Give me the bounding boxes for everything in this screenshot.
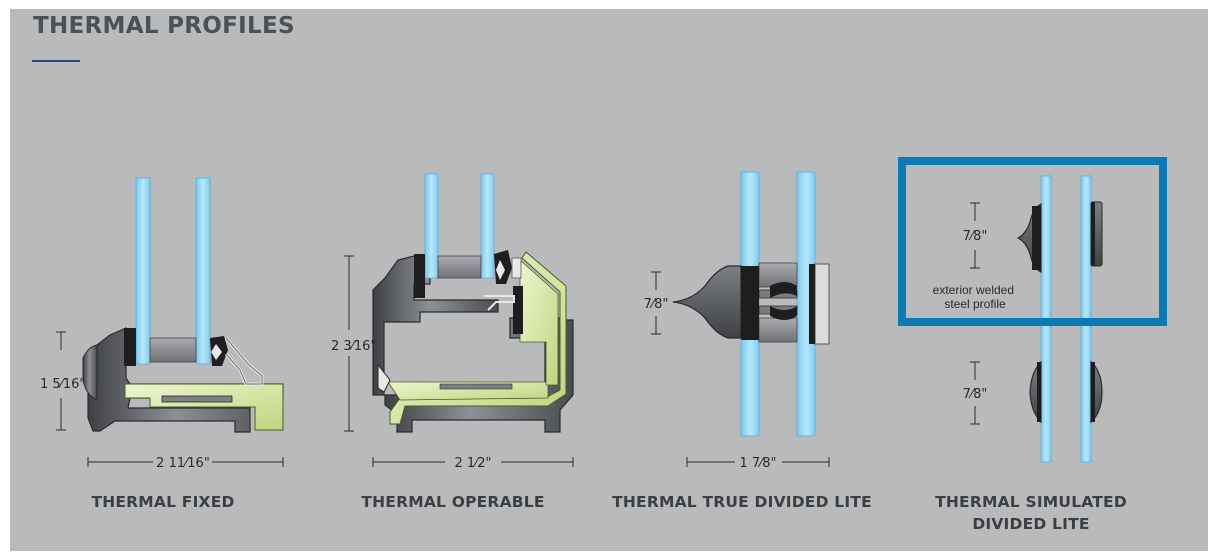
operable-width-label: 2 1⁄2" bbox=[454, 456, 491, 471]
sdl-callout-line-1: exterior welded bbox=[933, 283, 1014, 297]
title-underline bbox=[32, 60, 80, 62]
operable-height-label: 2 3⁄16" bbox=[331, 339, 376, 354]
page-title: THERMAL PROFILES bbox=[33, 13, 295, 39]
tdl-height-label: 7⁄8" bbox=[644, 297, 669, 312]
sdl-callout-line-2: steel profile bbox=[944, 297, 1006, 311]
tdl-width-label: 1 7⁄8" bbox=[739, 456, 776, 471]
sdl-callout-text: exterior welded steel profile bbox=[933, 283, 1018, 311]
operable-height-dimension bbox=[344, 255, 354, 432]
tdl-width-dimension bbox=[686, 457, 830, 467]
fixed-glass-right bbox=[195, 177, 211, 365]
thermal-true-divided-lite-profile bbox=[672, 171, 830, 437]
fixed-height-dimension bbox=[56, 331, 66, 431]
operable-glass-right bbox=[480, 173, 495, 279]
fixed-thermal-insert bbox=[124, 383, 284, 431]
caption-thermal-fixed: THERMAL FIXED bbox=[91, 493, 235, 511]
tdl-height-dimension bbox=[651, 271, 661, 335]
sdl-top-height-dimension bbox=[970, 202, 980, 269]
fixed-height-label: 1 5⁄16" bbox=[40, 377, 85, 392]
thermal-operable-profile bbox=[372, 173, 574, 433]
caption-thermal-true-divided-lite: THERMAL TRUE DIVIDED LITE bbox=[612, 493, 872, 511]
sdl-top-height-label: 7⁄8" bbox=[963, 229, 988, 244]
operable-thermal-insert bbox=[389, 251, 567, 425]
fixed-width-dimension bbox=[87, 457, 284, 467]
caption-thermal-simulated-divided-lite: THERMAL SIMULATED DIVIDED LITE bbox=[935, 493, 1127, 533]
sdl-bottom-height-dimension bbox=[970, 361, 980, 425]
operable-glass-left bbox=[424, 173, 439, 279]
fixed-glass-left bbox=[135, 177, 151, 365]
thermal-fixed-profile bbox=[82, 177, 284, 433]
operable-width-dimension bbox=[372, 457, 574, 467]
caption-thermal-operable: THERMAL OPERABLE bbox=[361, 493, 545, 511]
fixed-width-label: 2 11⁄16" bbox=[156, 456, 210, 471]
tdl-muntin bbox=[672, 265, 742, 339]
highlight-box bbox=[898, 157, 1167, 326]
sdl-bottom-height-label: 7⁄8" bbox=[963, 387, 988, 402]
